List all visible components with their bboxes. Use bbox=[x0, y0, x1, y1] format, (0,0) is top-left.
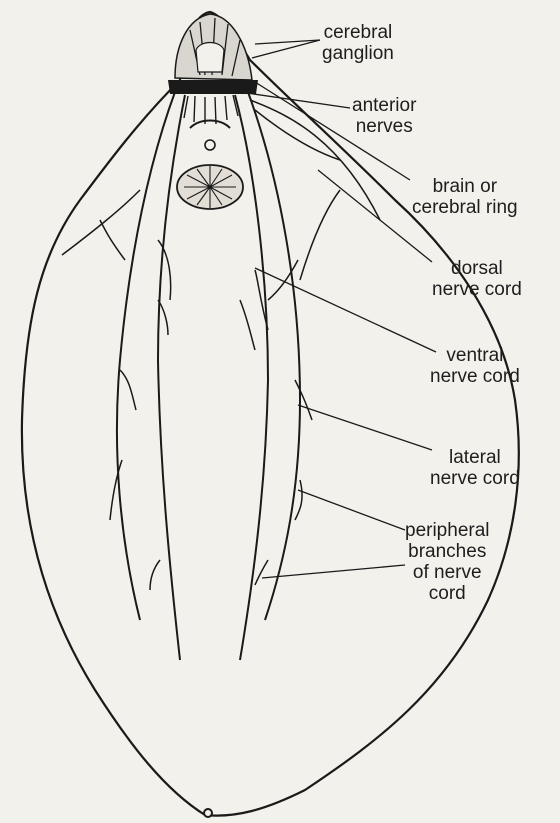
label-dorsal-nerve-cord: dorsal nerve cord bbox=[432, 258, 522, 300]
pharynx-rosette bbox=[177, 165, 243, 209]
leader-lateral-cord bbox=[298, 405, 432, 450]
leader-ventral-cord bbox=[255, 268, 436, 352]
label-ventral-nerve-cord: ventral nerve cord bbox=[430, 345, 520, 387]
leader-peripheral-2 bbox=[262, 565, 405, 578]
leader-peripheral-1 bbox=[298, 490, 405, 530]
label-lateral-nerve-cord: lateral nerve cord bbox=[430, 447, 520, 489]
label-anterior-nerves: anterior nerves bbox=[352, 95, 416, 137]
anterior-nerves-shape bbox=[184, 95, 238, 128]
posterior-pore bbox=[204, 809, 212, 817]
label-brain-or-cerebral-ring: brain or cerebral ring bbox=[412, 176, 518, 218]
cerebral-ganglion-shape bbox=[168, 14, 258, 94]
label-cerebral-ganglion: cerebral ganglion bbox=[322, 22, 394, 64]
label-peripheral-branches: peripheral branches of nerve cord bbox=[405, 520, 490, 604]
mouth-opening bbox=[205, 140, 215, 150]
body-outline bbox=[22, 12, 519, 816]
leader-anterior-nerves bbox=[240, 92, 350, 108]
